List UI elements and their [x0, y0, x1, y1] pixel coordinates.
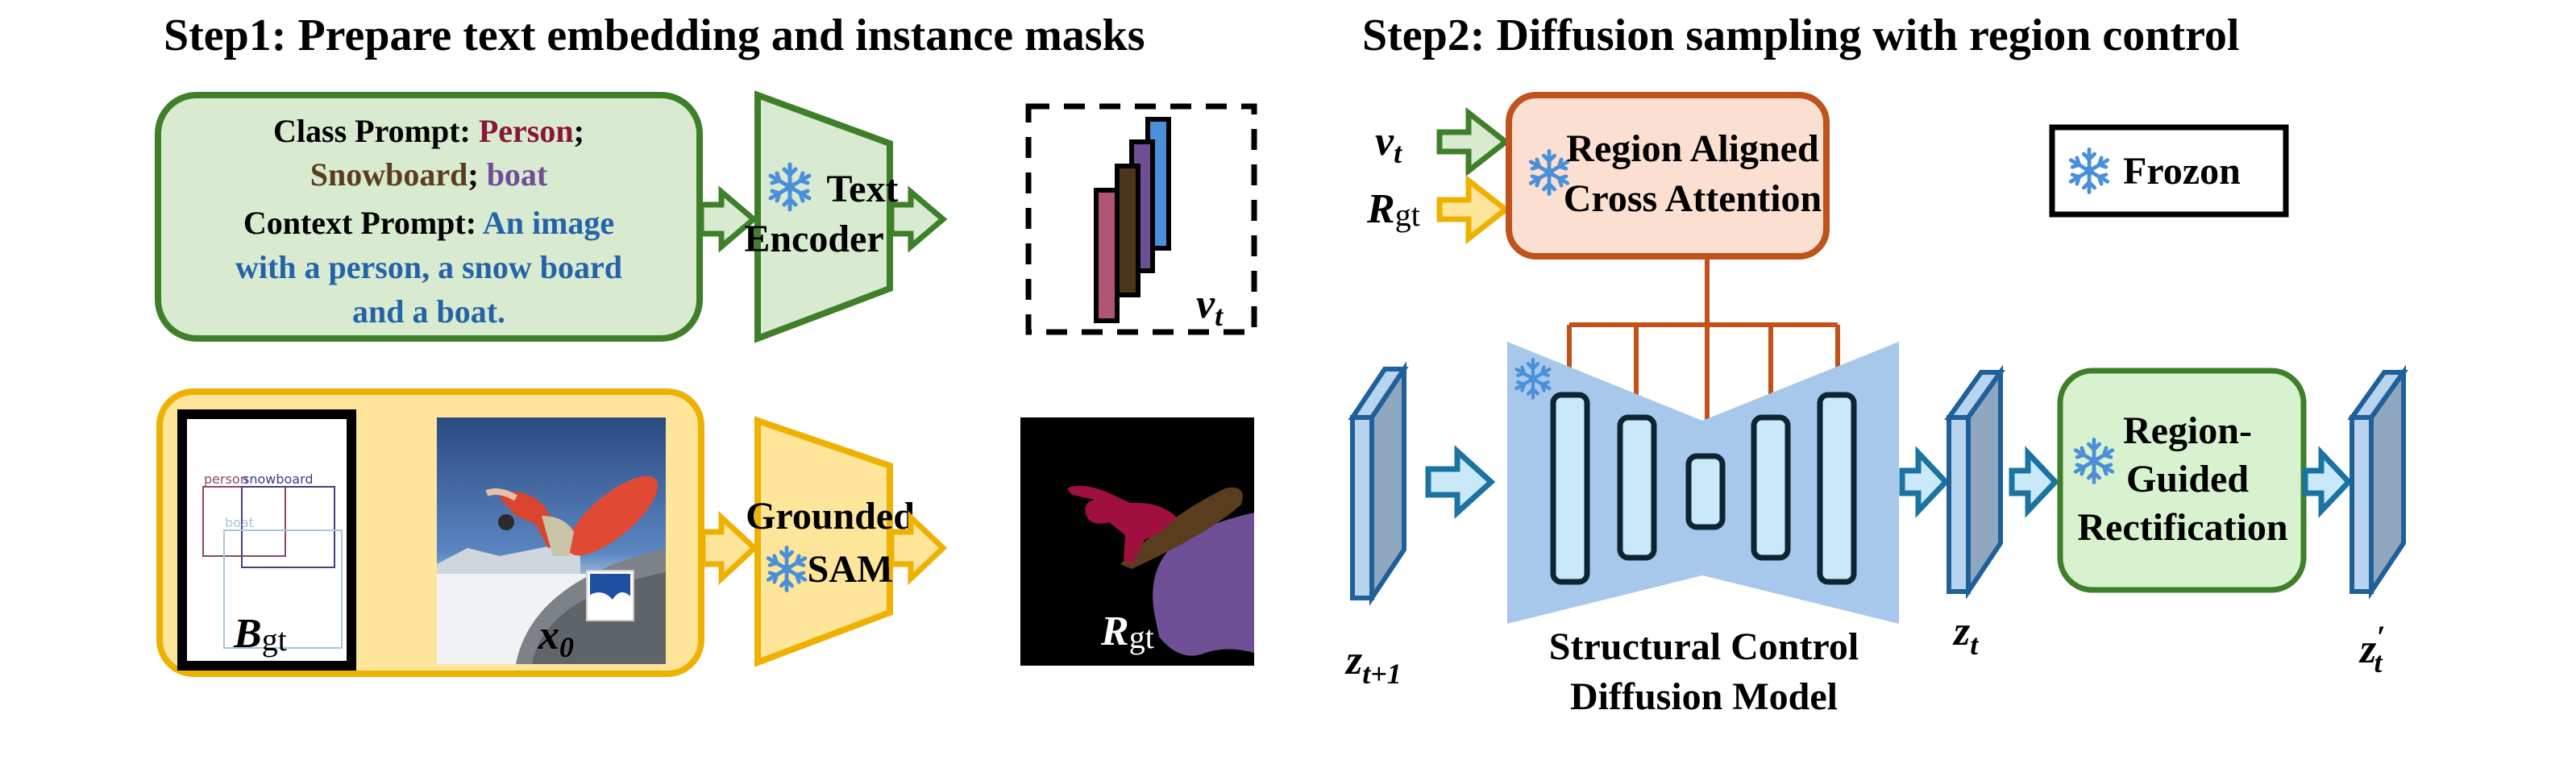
cross-attention-line1: Region Aligned: [1566, 127, 1819, 170]
class-person: Person: [479, 113, 574, 149]
context-text: An image: [483, 205, 614, 241]
latent-label: z′t: [2358, 619, 2386, 679]
bbox-label-person: person: [204, 471, 248, 487]
bbox-symbol: Bgt: [233, 611, 287, 658]
class-sep: ;: [574, 113, 584, 149]
arrow-latent-to-diffusion: [1425, 445, 1496, 519]
rectification-line3: Rectification: [2077, 506, 2287, 549]
input-label-rgt: Rgt: [1366, 186, 1420, 233]
latent-z-t-plus-1: zt+1: [1344, 361, 1409, 690]
prompt-box: Class Prompt: Person; Snowboard; boat Co…: [155, 92, 703, 342]
class-prompt-label: Class Prompt:: [273, 113, 479, 149]
arrow-vt-to-attention: [1436, 106, 1510, 177]
embedding-bar-snowboard: [1115, 164, 1141, 297]
bbox-panel: person snowboard boat Bgt: [177, 409, 356, 671]
grounded-sam-line1: Grounded: [746, 495, 915, 538]
context-prompt-line1: Context Prompt: An image: [243, 205, 614, 241]
arrow-encoder-to-embedding: [888, 185, 948, 253]
grounded-sam: Grounded SAM: [746, 416, 915, 667]
rectification-module: Region- Guided Rectification: [2057, 367, 2307, 593]
class-sep: ;: [467, 156, 486, 193]
diffusion-model-line1: Structural Control: [1549, 625, 1859, 668]
input-label-vt: vt: [1375, 118, 1402, 169]
bbox-label-snowboard: snowboard: [243, 471, 314, 487]
instance-mask-panel: Rgt: [1020, 417, 1254, 666]
latent-label: zt: [1952, 608, 1979, 661]
latent-z-t-prime: z′t: [2347, 364, 2408, 679]
arrow-prompt-to-encoder: [698, 185, 758, 253]
class-snowboard: Snowboard: [310, 156, 468, 193]
unet-block: [1617, 414, 1657, 561]
input-panel: person snowboard boat Bgt: [156, 388, 704, 677]
grounded-sam-line2: SAM: [808, 548, 894, 591]
class-prompt-line1: Class Prompt: Person;: [273, 113, 584, 149]
text-encoder: Text Encoder: [744, 90, 899, 343]
arrow-diffusion-to-zt: [1899, 446, 1950, 518]
arrow-sam-to-mask: [888, 510, 948, 586]
arrow-zt-to-rectification: [2009, 446, 2059, 518]
class-boat: boat: [487, 156, 548, 193]
bbox-label-boat: boat: [225, 515, 254, 530]
input-image-panel: x0: [437, 417, 666, 664]
arrow-input-to-sam: [700, 510, 759, 586]
context-prompt-label: Context Prompt:: [243, 205, 483, 241]
mask-symbol: Rgt: [1100, 608, 1154, 655]
cross-attention-module: Region Aligned Cross Attention: [1506, 92, 1830, 260]
text-encoder-line1: Text: [827, 168, 899, 210]
unet-block: [1817, 392, 1857, 585]
cross-attention-line2: Cross Attention: [1564, 177, 1822, 220]
diffusion-model: Structural Control Diffusion Model: [1507, 342, 1899, 718]
embedding-label: vt: [1196, 281, 1224, 332]
unet-block: [1685, 453, 1726, 530]
image-symbol: x0: [538, 612, 574, 663]
frozen-legend: Frozon: [2049, 124, 2289, 218]
text-embedding-panel: vt: [1025, 103, 1257, 335]
rectification-line1: Region-: [2123, 409, 2252, 452]
arrow-rectification-to-output: [2302, 446, 2353, 518]
context-prompt-line2: with a person, a snow board: [235, 249, 622, 285]
frozen-legend-label: Frozon: [2123, 150, 2241, 193]
arrow-rgt-to-attention: [1436, 174, 1510, 245]
unet-block: [1751, 414, 1791, 561]
embedding-bar-person: [1094, 188, 1120, 323]
text-encoder-line2: Encoder: [744, 218, 883, 260]
class-prompt-line2: Snowboard; boat: [310, 156, 548, 193]
rectification-line2: Guided: [2126, 458, 2249, 500]
context-prompt-line3: and a boat.: [352, 293, 505, 330]
step1-title: Step1: Prepare text embedding and instan…: [164, 10, 1145, 60]
unet-block: [1550, 392, 1590, 585]
diffusion-model-line2: Diffusion Model: [1570, 675, 1838, 718]
latent-label: zt+1: [1344, 637, 1402, 690]
step2-title: Step2: Diffusion sampling with region co…: [1362, 10, 2239, 60]
latent-z-t: zt: [1944, 364, 2005, 661]
